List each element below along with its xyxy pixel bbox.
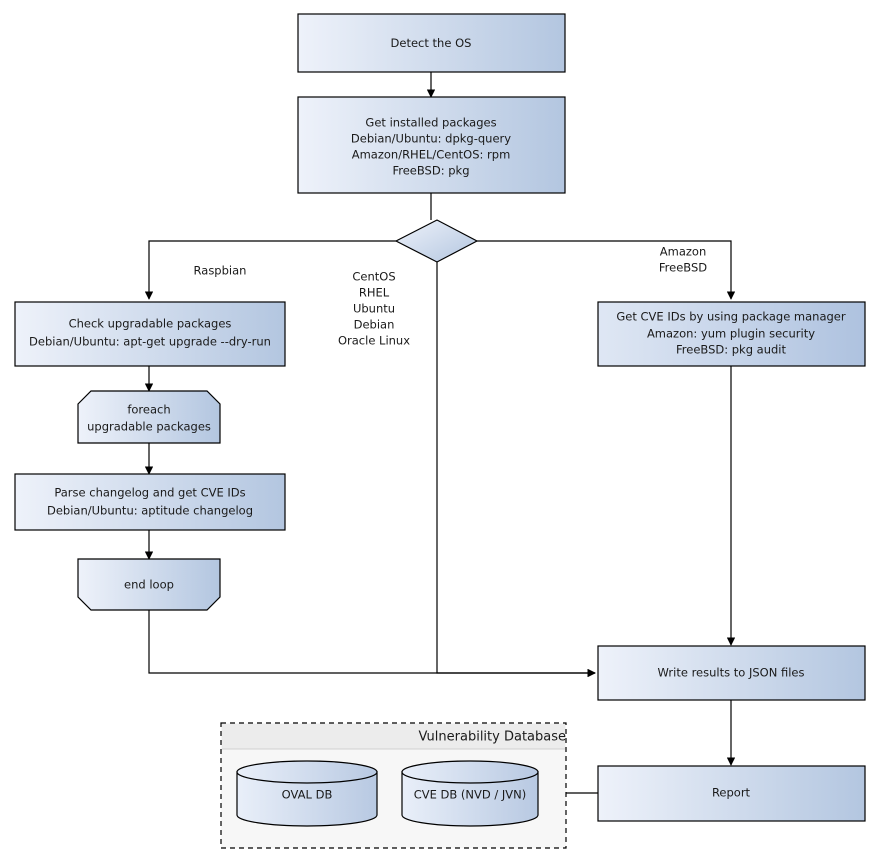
node-check-upgradable-line-1: Debian/Ubuntu: apt-get upgrade --dry-run (29, 335, 271, 349)
node-cve-db-body[interactable] (401, 771, 539, 827)
node-check-upgradable[interactable]: Check upgradable packages Debian/Ubuntu:… (14, 301, 286, 367)
node-report-line-0: Report (712, 786, 751, 800)
node-end-loop-line-0: end loop (124, 578, 174, 592)
node-get-installed-packages-line-0: Get installed packages (365, 116, 496, 130)
node-write-results-shape[interactable] (597, 645, 866, 701)
node-oval-db-label: OVAL DB (282, 788, 333, 802)
edge-label-center-line-3: Debian (354, 318, 395, 332)
node-get-cve-ids-line-1: Amazon: yum plugin security (647, 327, 815, 341)
node-end-loop-shape[interactable] (77, 558, 221, 611)
node-foreach-line-1: upgradable packages (87, 420, 211, 434)
node-get-cve-ids[interactable]: Get CVE IDs by using package manager Ama… (597, 301, 866, 367)
node-oval-db-body[interactable] (236, 771, 378, 827)
edge-label-branch-center: CentOS RHEL Ubuntu Debian Oracle Linux (338, 270, 410, 348)
node-oval-db[interactable]: OVAL DB (236, 760, 378, 827)
node-parse-changelog-line-0: Parse changelog and get CVE IDs (54, 486, 245, 500)
edge-label-center-line-2: Ubuntu (353, 302, 395, 316)
edge-label-branch-raspbian: Raspbian (194, 264, 247, 278)
vulnerability-database-title-bar (222, 724, 565, 749)
node-parse-changelog[interactable]: Parse changelog and get CVE IDs Debian/U… (14, 473, 286, 531)
connector-decision-to-write-results (436, 262, 596, 678)
edge-label-center-line-0: CentOS (352, 270, 395, 284)
node-foreach-loop-start-shape[interactable] (77, 390, 221, 444)
edge-label-amazon-line-0: Amazon (660, 245, 706, 259)
node-get-installed-packages[interactable]: Get installed packages Debian/Ubuntu: dp… (297, 96, 566, 194)
node-check-upgradable-line-0: Check upgradable packages (69, 317, 232, 331)
node-parse-changelog-line-1: Debian/Ubuntu: aptitude changelog (47, 504, 253, 518)
node-end-loop[interactable]: end loop (77, 558, 221, 611)
node-write-results[interactable]: Write results to JSON files (597, 645, 866, 701)
node-foreach-line-0: foreach (127, 403, 170, 417)
node-cve-db-top (401, 760, 539, 784)
node-get-installed-packages-shape[interactable] (297, 96, 566, 194)
vulnerability-database-title: Vulnerability Database (419, 730, 566, 745)
node-get-cve-ids-line-2: FreeBSD: pkg audit (676, 343, 787, 357)
node-oval-db-top (236, 760, 378, 784)
edge-label-branch-amazon-freebsd: Amazon FreeBSD (659, 245, 707, 275)
node-write-results-line-0: Write results to JSON files (658, 666, 805, 680)
node-cve-db[interactable]: CVE DB (NVD / JVN) (401, 760, 539, 827)
node-get-installed-packages-line-3: FreeBSD: pkg (392, 164, 469, 178)
node-os-decision[interactable] (394, 219, 479, 263)
connector-decision-to-get-cve-ids (477, 240, 736, 300)
node-foreach-loop-start[interactable]: foreach upgradable packages (77, 390, 221, 444)
edge-label-raspbian-line-0: Raspbian (194, 264, 247, 278)
node-get-installed-packages-line-2: Amazon/RHEL/CentOS: rpm (352, 148, 511, 162)
node-detect-os[interactable]: Detect the OS (297, 13, 566, 73)
edge-label-center-line-1: RHEL (359, 286, 390, 300)
node-get-cve-ids-shape[interactable] (597, 301, 866, 367)
connector-endloop-to-write-results (148, 610, 596, 678)
node-detect-os-shape[interactable] (297, 13, 566, 73)
node-parse-changelog-shape[interactable] (14, 473, 286, 531)
node-get-cve-ids-line-0: Get CVE IDs by using package manager (616, 310, 846, 324)
node-check-upgradable-shape[interactable] (14, 301, 286, 367)
node-get-installed-packages-line-1: Debian/Ubuntu: dpkg-query (351, 132, 511, 146)
edge-label-center-line-4: Oracle Linux (338, 334, 410, 348)
node-cve-db-label: CVE DB (NVD / JVN) (414, 788, 527, 802)
node-os-decision-shape[interactable] (394, 219, 479, 263)
node-detect-os-line-0: Detect the OS (391, 36, 472, 50)
node-report-shape[interactable] (597, 765, 866, 822)
node-report[interactable]: Report (597, 765, 866, 822)
edge-label-amazon-line-1: FreeBSD (659, 261, 707, 275)
connector-decision-to-check-upgradable (144, 240, 396, 300)
